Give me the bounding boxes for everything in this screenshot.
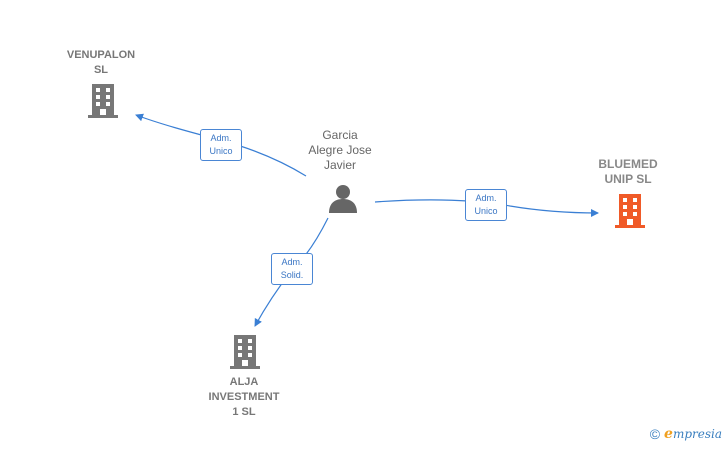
company-label-alja: ALJA INVESTMENT 1 SL bbox=[208, 376, 280, 418]
person-label: Garcia Alegre Jose Javier bbox=[308, 128, 372, 172]
edge-label-adm-unico-bluemed[interactable]: Adm. Unico bbox=[465, 189, 507, 221]
edge-label-adm-unico-venupalon[interactable]: Adm. Unico bbox=[200, 129, 242, 161]
edge-label-adm-solid-alja[interactable]: Adm. Solid. bbox=[271, 253, 313, 285]
company-label-venupalon: VENUPALON SL bbox=[66, 49, 136, 76]
person-icon[interactable] bbox=[328, 183, 358, 213]
building-icon[interactable] bbox=[87, 84, 119, 118]
brand-initial: e bbox=[664, 426, 673, 442]
edge-line-bluemed bbox=[374, 199, 599, 217]
brand-logo[interactable]: empresia bbox=[664, 426, 722, 442]
copyright-icon: © bbox=[649, 426, 661, 442]
footer-brand: © empresia bbox=[650, 426, 722, 442]
brand-name: mpresia bbox=[672, 427, 722, 441]
building-icon[interactable] bbox=[229, 335, 261, 369]
building-icon-highlighted[interactable] bbox=[614, 194, 646, 228]
company-label-bluemed: BLUEMED UNIP SL bbox=[598, 157, 658, 186]
